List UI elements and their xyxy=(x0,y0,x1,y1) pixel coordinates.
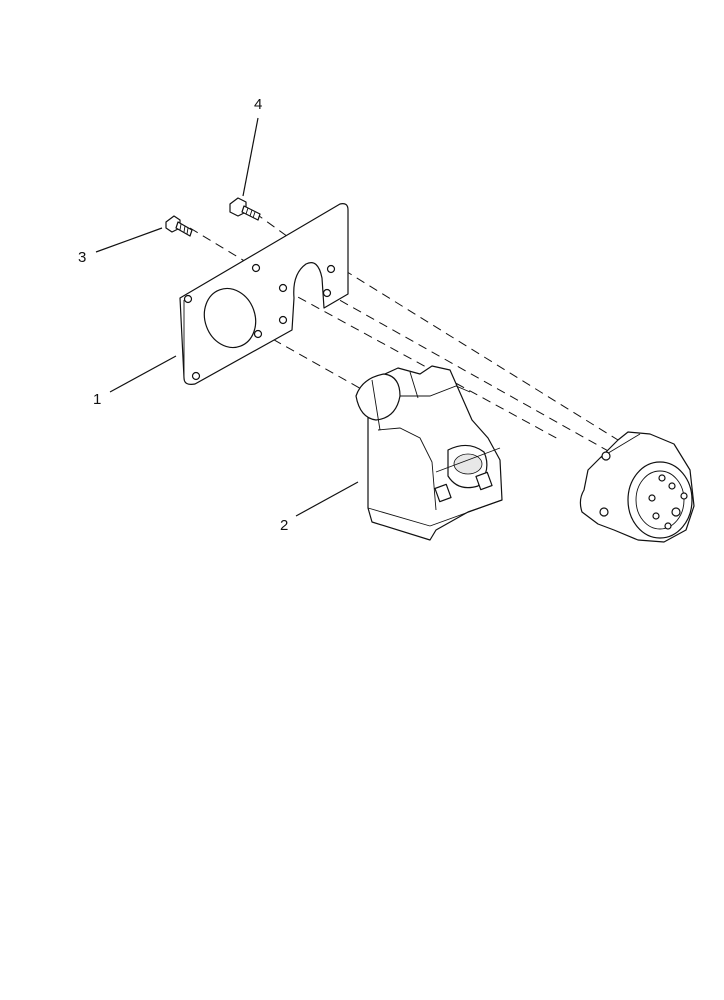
callout-3: 3 xyxy=(78,249,86,266)
mounting-plate xyxy=(179,203,349,385)
callout-1: 1 xyxy=(93,391,101,408)
bolt-large xyxy=(229,197,261,221)
bolt-small xyxy=(165,215,193,237)
leader-lines xyxy=(95,117,359,517)
callout-4: 4 xyxy=(254,96,262,113)
callout-2: 2 xyxy=(280,517,288,534)
round-connector xyxy=(579,431,695,543)
socket-housing xyxy=(355,365,503,541)
